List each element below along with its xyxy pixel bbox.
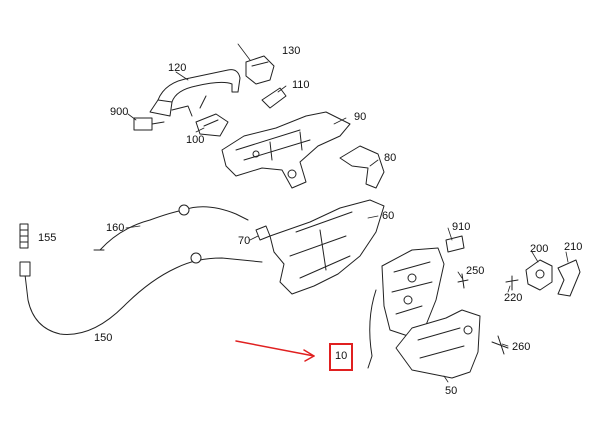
label-part-110: 110 bbox=[292, 79, 310, 91]
part-80-bracket bbox=[339, 145, 385, 189]
part-910-plug bbox=[445, 235, 465, 253]
part-120-outer-handle bbox=[149, 69, 241, 117]
highlighted-part-box: 10 bbox=[329, 343, 353, 371]
label-part-100: 100 bbox=[186, 134, 205, 146]
part-130-handle-cap bbox=[245, 55, 275, 85]
label-part-910: 910 bbox=[452, 221, 471, 233]
part-10-door-lock bbox=[367, 247, 445, 369]
label-part-200: 200 bbox=[530, 243, 549, 255]
part-155-bolt bbox=[19, 223, 29, 249]
label-part-80: 80 bbox=[384, 152, 397, 164]
leader-lines bbox=[125, 43, 569, 383]
part-70-bolt bbox=[255, 225, 271, 241]
part-60-carrier-plate bbox=[269, 199, 385, 295]
part-220-screw bbox=[505, 275, 519, 291]
part-200-latch bbox=[525, 259, 553, 291]
part-260-screw bbox=[491, 335, 509, 355]
label-part-10: 10 bbox=[335, 350, 348, 362]
label-part-90: 90 bbox=[354, 111, 367, 123]
label-part-250: 250 bbox=[466, 265, 485, 277]
part-900-lock-cylinder bbox=[133, 117, 165, 131]
label-part-155: 155 bbox=[38, 232, 57, 244]
label-part-120: 120 bbox=[168, 62, 187, 74]
label-part-50: 50 bbox=[445, 385, 458, 397]
label-part-60: 60 bbox=[382, 210, 395, 222]
part-250-screw bbox=[457, 273, 469, 289]
label-part-70: 70 bbox=[238, 235, 251, 247]
part-50-lock-cover bbox=[395, 309, 481, 379]
label-part-210: 210 bbox=[564, 241, 583, 253]
part-90-handle-carrier bbox=[221, 111, 351, 189]
part-150-cable bbox=[19, 252, 263, 335]
part-100-trim bbox=[195, 113, 229, 137]
highlight-arrow bbox=[235, 340, 315, 362]
label-part-220: 220 bbox=[504, 292, 523, 304]
part-160-bowden-cable bbox=[93, 204, 249, 251]
part-210-lever bbox=[557, 259, 581, 297]
label-part-130: 130 bbox=[282, 45, 301, 57]
part-110-gasket bbox=[261, 87, 287, 109]
label-part-160: 160 bbox=[106, 222, 125, 234]
label-part-900: 900 bbox=[110, 106, 129, 118]
label-part-260: 260 bbox=[512, 341, 531, 353]
label-part-150: 150 bbox=[94, 332, 113, 344]
